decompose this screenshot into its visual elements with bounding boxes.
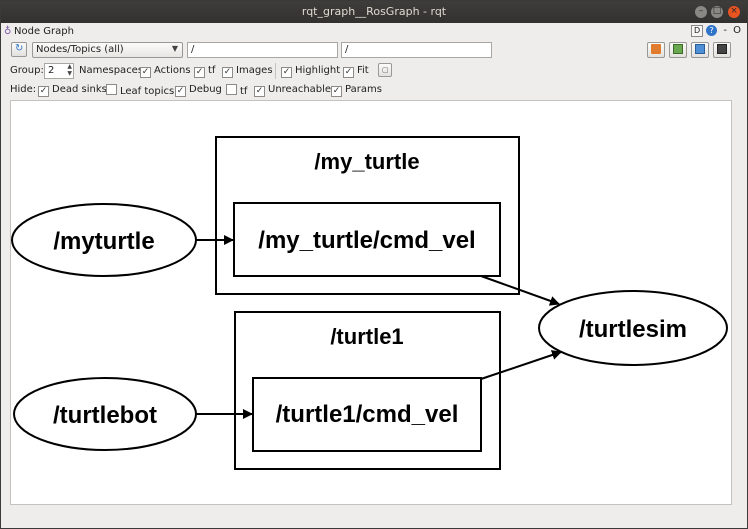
save-svg-button[interactable]: [691, 42, 709, 58]
fit-view-icon: ▢: [382, 66, 389, 74]
checkmark-icon[interactable]: ✓: [343, 67, 354, 78]
toolbar-separator: [275, 63, 276, 79]
dead-sinks-checkbox[interactable]: ✓Dead sinks: [38, 84, 107, 97]
hide-tf-label: tf: [240, 86, 248, 97]
params-checkbox[interactable]: ✓Params: [331, 84, 382, 97]
namespace-label-my-turtle: /my_turtle: [314, 149, 419, 174]
topic-label-my-turtle-cmd-vel: /my_turtle/cmd_vel: [258, 227, 475, 254]
hide-row: Hide: ✓Dead sinks Leaf topics ✓Debug tf …: [1, 81, 747, 99]
save-image-button[interactable]: [713, 42, 731, 58]
debug-label: Debug: [189, 84, 222, 95]
minimize-button[interactable]: –: [695, 6, 707, 18]
dock-buttons: D? - O: [688, 25, 741, 37]
hide-tf-checkbox[interactable]: tf: [226, 84, 247, 97]
checkbox-empty-icon[interactable]: [226, 84, 237, 95]
topic-label-turtle1-cmd-vel: /turtle1/cmd_vel: [276, 401, 459, 428]
checkmark-icon[interactable]: ✓: [140, 67, 151, 78]
unreachable-label: Unreachable: [268, 84, 332, 95]
node-label-turtlebot: /turtlebot: [53, 402, 157, 429]
checkmark-icon[interactable]: ✓: [194, 67, 205, 78]
tf-checkbox[interactable]: ✓tf: [194, 65, 215, 78]
toolbar: ↻ Nodes/Topics (all) ▼: [1, 41, 747, 61]
checkmark-icon[interactable]: ✓: [175, 86, 186, 97]
checkmark-icon[interactable]: ✓: [254, 86, 265, 97]
highlight-checkbox[interactable]: ✓Highlight: [281, 65, 340, 78]
fit-in-view-button[interactable]: ▢: [378, 63, 392, 77]
graph-svg[interactable]: /my_turtle /my_turtle/cmd_vel /turtle1 /…: [11, 101, 731, 504]
node-label-turtlesim: /turtlesim: [579, 316, 687, 343]
graph-canvas[interactable]: /my_turtle /my_turtle/cmd_vel /turtle1 /…: [10, 100, 732, 505]
topic-box-turtle1-cmd-vel[interactable]: [252, 377, 482, 452]
group-value: 2: [48, 65, 55, 76]
mode-select[interactable]: Nodes/Topics (all) ▼: [32, 42, 183, 58]
unreachable-checkbox[interactable]: ✓Unreachable: [254, 84, 331, 97]
maximize-button[interactable]: □: [711, 6, 723, 18]
spin-arrows-icon[interactable]: ▲▼: [67, 63, 72, 77]
topic-filter-input[interactable]: [341, 42, 492, 58]
save-dot-icon: [673, 44, 683, 54]
minimize-icon: –: [698, 6, 704, 16]
leaf-topics-checkbox[interactable]: Leaf topics: [106, 84, 174, 97]
node-turtlesim[interactable]: [538, 290, 728, 366]
fit-label: Fit: [357, 65, 369, 76]
checkbox-empty-icon[interactable]: [106, 84, 117, 95]
group-spinbox[interactable]: 2 ▲▼: [44, 63, 74, 79]
fit-checkbox[interactable]: ✓Fit: [343, 65, 369, 78]
hide-label: Hide:: [10, 84, 37, 95]
plugin-title: Node Graph: [14, 26, 74, 37]
leaf-topics-label: Leaf topics: [120, 86, 175, 97]
refresh-icon: ↻: [15, 43, 24, 54]
namespace-cluster-turtle1[interactable]: [234, 311, 501, 470]
dead-sinks-label: Dead sinks: [52, 84, 107, 95]
options-row: Group: 2 ▲▼ Namespaces ✓Actions ✓tf ✓Ima…: [1, 61, 747, 81]
dock-d-button[interactable]: D: [691, 25, 704, 37]
checkmark-icon[interactable]: ✓: [281, 67, 292, 78]
mode-select-value: Nodes/Topics (all): [36, 44, 124, 55]
namespace-label-turtle1: /turtle1: [330, 324, 403, 349]
highlight-label: Highlight: [295, 65, 341, 76]
refresh-button[interactable]: ↻: [11, 42, 27, 57]
load-dot-button[interactable]: [647, 42, 665, 58]
topic-box-my-turtle-cmd-vel[interactable]: [233, 202, 501, 277]
edge-my-turtle-cmd-vel-to-turtlesim[interactable]: [480, 275, 560, 306]
close-button[interactable]: ×: [728, 6, 740, 18]
checkmark-icon[interactable]: ✓: [222, 67, 233, 78]
params-label: Params: [345, 84, 382, 95]
dock-close-button[interactable]: O: [733, 25, 741, 36]
actions-checkbox[interactable]: ✓Actions: [140, 65, 191, 78]
title-bar[interactable]: rqt_graph__RosGraph - rqt – □ ×: [1, 1, 747, 23]
debug-checkbox[interactable]: ✓Debug: [175, 84, 222, 97]
node-filter-field[interactable]: [188, 43, 337, 56]
edge-turtle1-cmd-vel-to-turtlesim[interactable]: [480, 350, 562, 380]
actions-label: Actions: [154, 65, 191, 76]
node-filter-input[interactable]: [187, 42, 338, 58]
bottom-area: [1, 508, 747, 528]
save-dot-button[interactable]: [669, 42, 687, 58]
tf-label: tf: [208, 65, 216, 76]
help-icon[interactable]: ?: [706, 25, 718, 36]
images-checkbox[interactable]: ✓Images: [222, 65, 273, 78]
save-image-icon: [695, 44, 705, 54]
dock-minimize-button[interactable]: -: [723, 25, 727, 36]
maximize-icon: □: [712, 6, 722, 16]
group-label: Group:: [10, 65, 44, 76]
chevron-down-icon: ▼: [171, 44, 178, 53]
node-label-myturtle: /myturtle: [53, 228, 154, 255]
checkmark-icon[interactable]: ✓: [331, 86, 342, 97]
window-title: rqt_graph__RosGraph - rqt: [301, 5, 447, 18]
image-icon: [717, 44, 727, 54]
images-label: Images: [236, 65, 273, 76]
folder-icon: [651, 44, 661, 54]
namespace-cluster-my-turtle[interactable]: [215, 136, 520, 295]
plugin-title-bar: ♁ Node Graph D? - O: [1, 23, 747, 41]
checkmark-icon[interactable]: ✓: [38, 86, 49, 97]
plugin-icon: ♁: [4, 26, 12, 37]
namespaces-label: Namespaces: [79, 65, 144, 76]
topic-filter-field[interactable]: [342, 43, 491, 56]
close-icon: ×: [730, 6, 738, 16]
